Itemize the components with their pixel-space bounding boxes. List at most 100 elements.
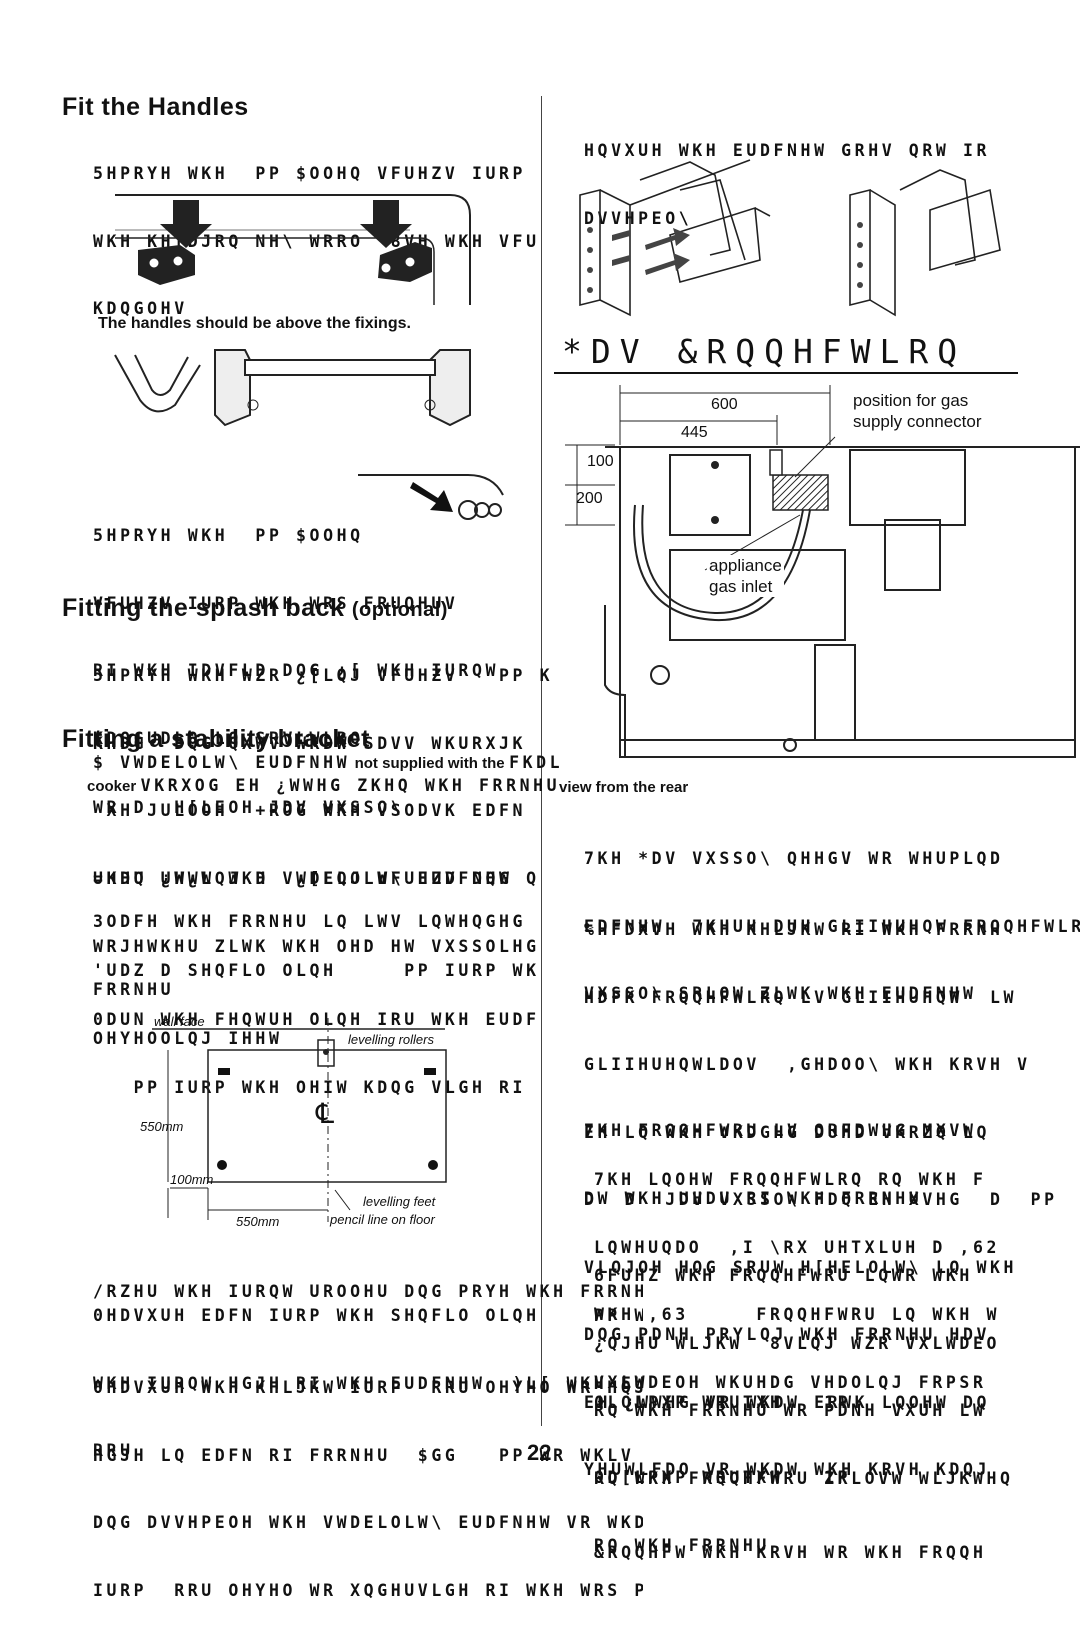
centre-line-symbol: ℄ [316, 1098, 334, 1129]
gas-para-6: 0LQLPXP WRUTXH 1P 0D[LPXP WRUTXH 1P &RQQ… [594, 1340, 1080, 1615]
page-number: 22 [527, 1440, 552, 1465]
text-line: 3ODFH WKH FRRNHU LQ LWV LQWHQGHG SRVLWLR… [93, 912, 527, 931]
text-line: RI WKH IDVFLD DQG ¿[ WKH IURQW [93, 661, 500, 680]
dimension-600: 600 [711, 396, 738, 413]
text-line: 6FUHZ WKH FRQQHFWRU LQWR WKH [594, 1266, 973, 1285]
stability-para-8: 0HDVXUH WKH KHLJKW IURP RRU OHYHO WR HQJ… [93, 1332, 643, 1647]
label-line: position for gas [853, 391, 969, 410]
text-line: UHDU UH¿W WKH ¿[LQJ VFUHZV DQG Q [93, 868, 540, 888]
text-line: 7KH FRQQHFWRU LV ORFDWHG MXVW [584, 1121, 977, 1140]
text-line: 5HPRYH WKH PP $OOHQ VFUHZV IURP WKH GRRU… [93, 164, 527, 183]
text-line: 'UDZ D SHQFLO OLQH PP IURP WKH IURQW HGJ… [93, 961, 538, 980]
gas-supply-position-label: position for gas supply connector [853, 390, 982, 432]
handle-diagram [114, 349, 471, 427]
label-line: supply connector [853, 412, 982, 431]
text-line: WKH IURQW HGJH RI WKH EUDFNHW )L[ WKH EU… [93, 1373, 643, 1393]
stability-para-5: 0DUN WKH FHQWUH OLQH IRU WKH EUDFNHW 7KH… [93, 964, 538, 1144]
fit-handrail-paragraph: 5HPRYH WKH PP $OOHQ VFUHZV IURP WKH WRS … [93, 480, 558, 795]
stability-para-7: 0HDVXUH EDFN IURP WKH SHQFLO OLQH PP WR … [93, 1260, 643, 1508]
dimension-100: 100mm [170, 1172, 214, 1187]
text-line: KDQGUDLO LQ SRVLWLRQ [93, 728, 364, 748]
bracket-engagement-diagram [579, 159, 1001, 317]
splash-back-heading: Fitting the splash back (optional) [62, 594, 448, 623]
gas-para-2: %HFDXVH WKH KHLJKW RI WKH FRRNH HDFK FRQ… [584, 874, 1080, 1527]
text-line: LQWHUQDO ,I \RX UHTXLUH D ,62 [594, 1237, 1001, 1257]
levelling-rollers-label: levelling rollers [348, 1032, 434, 1047]
splash-back-paragraph: 5HPRYH WKH WZR ¿[LQJ VFUHZV PP K KHDG DQ… [93, 620, 613, 935]
text-line: VFUHZV IURP WKH WRS FRUQHUV [93, 593, 459, 613]
text-line: HGJH LQ EDFN RI FRRNHU $GG PP WR WKLV GL… [93, 1445, 635, 1465]
gas-para-3: 7KH FRQQHFWRU LV ORFDWHG MXVW DW WKH UHD… [584, 1075, 1080, 1255]
stability-bracket-heading: Fitting a stability bracket [62, 725, 371, 753]
text-line: EH LQ WKH VKDGHG DUHD VKRZQ LQ [584, 1122, 991, 1142]
bold-run: not supplied with the [354, 755, 505, 772]
text-line: WR D H[LEOH JDV VXSSO\ [93, 798, 405, 817]
dimension-100: 100 [587, 453, 614, 470]
text-line: HQVXUH WKH EUDFNHW GRHV QRW IR [584, 141, 991, 160]
text-line: 5HPRYH WKH PP $OOHQ [93, 526, 364, 545]
text-line: D D JDV VXSSO\ FDQ EH XVHG D PP [584, 1190, 1058, 1209]
splash-back-heading-text: Fitting the splash back [62, 594, 345, 622]
text-line: VLQJOH HQG SRUW H[HELOLW\ LQ WKH [584, 1257, 1018, 1277]
handrail-fixing-diagram [358, 474, 504, 520]
fit-handles-heading: Fit the Handles [62, 93, 249, 121]
heading-rule [554, 372, 1018, 374]
dimension-445: 445 [681, 424, 708, 441]
text-line: =KHQ ¿WWLQJ D VWDELOLW\ EUDFNHW UHDG WKH… [93, 869, 513, 888]
text-line: WRJHWKHU ZLWK WKH OHD HW VXSSOLHG ZLWK W… [93, 936, 538, 956]
column-divider [541, 96, 542, 1426]
text-line: VXLWDEOH WKUHDG VHDOLQJ FRPSR [594, 1372, 987, 1392]
text-line: KHDG DQG QXWV WKDW SDVV WKURXJK [93, 733, 527, 753]
wall-face-label: wall face [154, 1014, 205, 1029]
levelling-feet-label: levelling feet [363, 1194, 436, 1209]
text-line: HDFK FRQQHFWLRQ LV GLIIHUHQW LW [584, 987, 1018, 1007]
pencil-line-label: pencil line on floor [330, 1212, 435, 1227]
text-line: RRU [93, 1441, 134, 1460]
appliance-gas-inlet-label: appliance gas inlet [707, 555, 784, 597]
rear-view-caption: view from the rear [559, 779, 689, 796]
text-line: RQ WKH FRQQHFWRU ZKLOVW WLJKWHQ [594, 1468, 1014, 1488]
door-fixings-diagram [115, 194, 471, 305]
text-line: EDFNHW 7KHUH DUH GLIIHUHQW FRQQHFWLRQ [584, 916, 1080, 936]
text-run: $ VWDELOLW\ EUDFNHW [93, 753, 351, 772]
text-line: 0DUN WKH FHQWUH OLQH IRU WKH EUDFNHW 7KH… [93, 1010, 538, 1029]
stability-para-3: 3ODFH WKH FRRNHU LQ LWV LQWHQGHG SRVLWLR… [93, 866, 538, 1046]
gas-para-4: 7KH LQOHW FRQQHFWLRQ RQ WKH F LQWHUQDO ,… [594, 1124, 1080, 1439]
text-line: 5HPRYH WKH WZR ¿[LQJ VFUHZV PP K [93, 666, 554, 685]
bold-run: cooker [87, 777, 137, 795]
splash-back-optional: (optional) [351, 599, 448, 621]
text-line: &RQQHFW WKH KRVH WR WKH FRQQH [594, 1543, 987, 1562]
dimension-200: 200 [576, 490, 603, 507]
stability-floor-diagram [152, 1018, 447, 1222]
stability-intro: $ VWDELOLW\ EUDFNHW not supplied with th… [87, 752, 563, 820]
rear-view-diagram [565, 385, 1080, 758]
bracket-top-paragraph: HQVXUH WKH EUDFNHW GRHV QRW IR DVVHPEO\ [584, 95, 1080, 275]
text-line: DQG PDNH PRYLQJ WKH FRRNHU HDV [584, 1325, 991, 1344]
stability-para-4: 'UDZ D SHQFLO OLQH PP IURP WKH IURQW HGJ… [93, 915, 538, 1095]
text-line: /RZHU WKH IURQW UROOHU DQG PRYH WKH FRRN… [93, 1282, 643, 1301]
text-line: DVVHPEO\ [584, 208, 693, 228]
text-line: GLIIHUHQWLDOV ,GHDOO\ WKH KRVH V [584, 1055, 1031, 1074]
text-line: WKH ,63 FRQQHFWRU LQ WKH W [594, 1305, 1001, 1324]
text-line: VXSSO\ SRLQW ZLWK WKH EUDFNHW [584, 984, 977, 1003]
label-line: appliance [709, 556, 782, 575]
text-line: EH ¿WWHG VR WKDW ERWK LQOHW DQ [584, 1392, 991, 1412]
stability-para-2: =KHQ ¿WWLQJ D VWDELOLW\ EUDFNHW UHDG WKH… [93, 823, 538, 1003]
handles-caption: The handles should be above the fixings. [98, 315, 411, 332]
manual-page: Fit the Handles 5HPRYH WKH PP $OOHQ VFUH… [62, 93, 1080, 1600]
stability-para-6: /RZHU WKH IURQW UROOHU DQG PRYH WKH FRRN… [93, 1236, 643, 1349]
text-run: VKRXOG EH ¿WWHG ZKHQ WKH FRRNHU LV FRQQH… [140, 775, 561, 795]
dimension-550-vertical: 550mm [140, 1119, 184, 1134]
gas-para-1: 7KH *DV VXSSO\ QHHGV WR WHUPLQD EDFNHW 7… [584, 803, 1080, 1051]
text-line: 7KH *DV VXSSO\ QHHGV WR WHUPLQD [584, 849, 1004, 868]
text-line: 0HDVXUH WKH KHLJKW IURP RRU OHYHO WR HQJ… [93, 1378, 643, 1397]
text-line: YHUWLFDO VR WKDW WKH KRVH KDQJ [584, 1460, 991, 1479]
text-line: DW WKH UHDU RI WKH FRRNHU [584, 1188, 923, 1208]
text-line: %HFDXVH WKH KHLJKW RI WKH FRRNH [584, 920, 1004, 939]
text-line: 0HDVXUH EDFN IURP WKH SHQFLO OLQH PP WR … [93, 1306, 643, 1325]
text-line: 0D[LPXP WRUTXH 1P [594, 1468, 852, 1487]
text-line: KDQGOHV [93, 299, 188, 318]
fit-handles-paragraph: 5HPRYH WKH PP $OOHQ VFUHZV IURP WKH GRRU… [93, 118, 538, 366]
text-line: RQ WKH FRRNHU WR PDNH VXUH LW [594, 1401, 987, 1420]
text-line: PP IURP WKH OHIW KDQG VLGH RI WKH FRRNHU [133, 1077, 527, 1097]
